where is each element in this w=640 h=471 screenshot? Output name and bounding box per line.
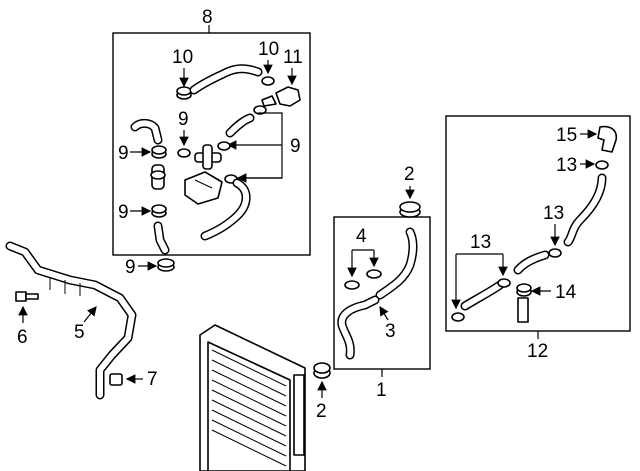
- callout-8: 8: [202, 7, 213, 28]
- heater-return-hose[interactable]: [460, 250, 550, 311]
- lower-coolant-hose[interactable]: [200, 178, 251, 241]
- callout-5: 5: [74, 322, 85, 343]
- callout-13-mid: 13: [543, 203, 564, 224]
- callout-11: 11: [283, 47, 303, 68]
- group-box-12: 12 15 13 13 13: [445, 115, 631, 362]
- callout-10-left: 10: [172, 47, 193, 68]
- water-pipe-connector[interactable]: [150, 164, 166, 190]
- callout-10-right: 10: [258, 39, 279, 60]
- expansion-tank-cap[interactable]: [399, 201, 421, 218]
- callout-15: 15: [556, 125, 577, 146]
- hose-clamp[interactable]: [595, 160, 609, 170]
- callout-3: 3: [385, 321, 396, 342]
- callout-9-c: 9: [290, 136, 301, 157]
- callout-14: 14: [555, 282, 577, 303]
- callout-9-b: 9: [178, 109, 189, 130]
- pipe-stub[interactable]: [517, 297, 529, 323]
- callout-6: 6: [17, 327, 28, 348]
- callout-9-e: 9: [125, 257, 136, 278]
- radiator-lower-hose[interactable]: [337, 295, 380, 360]
- hose-clamp[interactable]: [176, 86, 192, 100]
- hose-clamp[interactable]: [151, 204, 167, 218]
- heater-hose[interactable]: [563, 173, 607, 247]
- radiator-cap[interactable]: [313, 362, 331, 379]
- bypass-hose[interactable]: [130, 118, 163, 145]
- hose-clamp[interactable]: [548, 248, 562, 258]
- upper-hose[interactable]: [189, 64, 263, 95]
- hose-clamp[interactable]: [451, 278, 511, 322]
- hose-clamp[interactable]: [516, 283, 532, 297]
- bolt[interactable]: [15, 291, 39, 302]
- nut[interactable]: [109, 373, 123, 386]
- callout-13-top: 13: [556, 155, 577, 176]
- group-box-8: 8 10 10 11: [112, 7, 311, 278]
- hose-clamp[interactable]: [177, 148, 191, 158]
- hose-clamp[interactable]: [261, 76, 275, 86]
- thermostat-fitting[interactable]: [253, 86, 301, 115]
- hose-clamp[interactable]: [151, 145, 167, 159]
- coolant-pipe[interactable]: [5, 241, 137, 400]
- callout-2-bottom: 2: [316, 401, 327, 422]
- group-box-1: 1 4 3: [333, 216, 431, 401]
- callout-4: 4: [356, 226, 367, 247]
- tee-fitting[interactable]: [194, 144, 222, 170]
- callout-2-top: 2: [404, 164, 415, 185]
- hose-connector-fitting[interactable]: [597, 125, 618, 153]
- hose-clamp[interactable]: [344, 269, 382, 290]
- connector-hose[interactable]: [225, 113, 255, 138]
- callout-9-a: 9: [118, 143, 129, 164]
- callout-1: 1: [376, 380, 387, 401]
- callout-9-d: 9: [118, 202, 129, 223]
- small-hose[interactable]: [153, 221, 170, 255]
- radiator-upper-hose[interactable]: [375, 227, 418, 300]
- hose-bracket[interactable]: [184, 171, 223, 205]
- hose-clamp[interactable]: [157, 258, 175, 272]
- callout-7: 7: [147, 369, 158, 390]
- callout-13-left: 13: [470, 232, 491, 253]
- radiator[interactable]: [199, 324, 306, 471]
- callout-12: 12: [527, 341, 548, 362]
- hose-clamp[interactable]: [217, 141, 238, 184]
